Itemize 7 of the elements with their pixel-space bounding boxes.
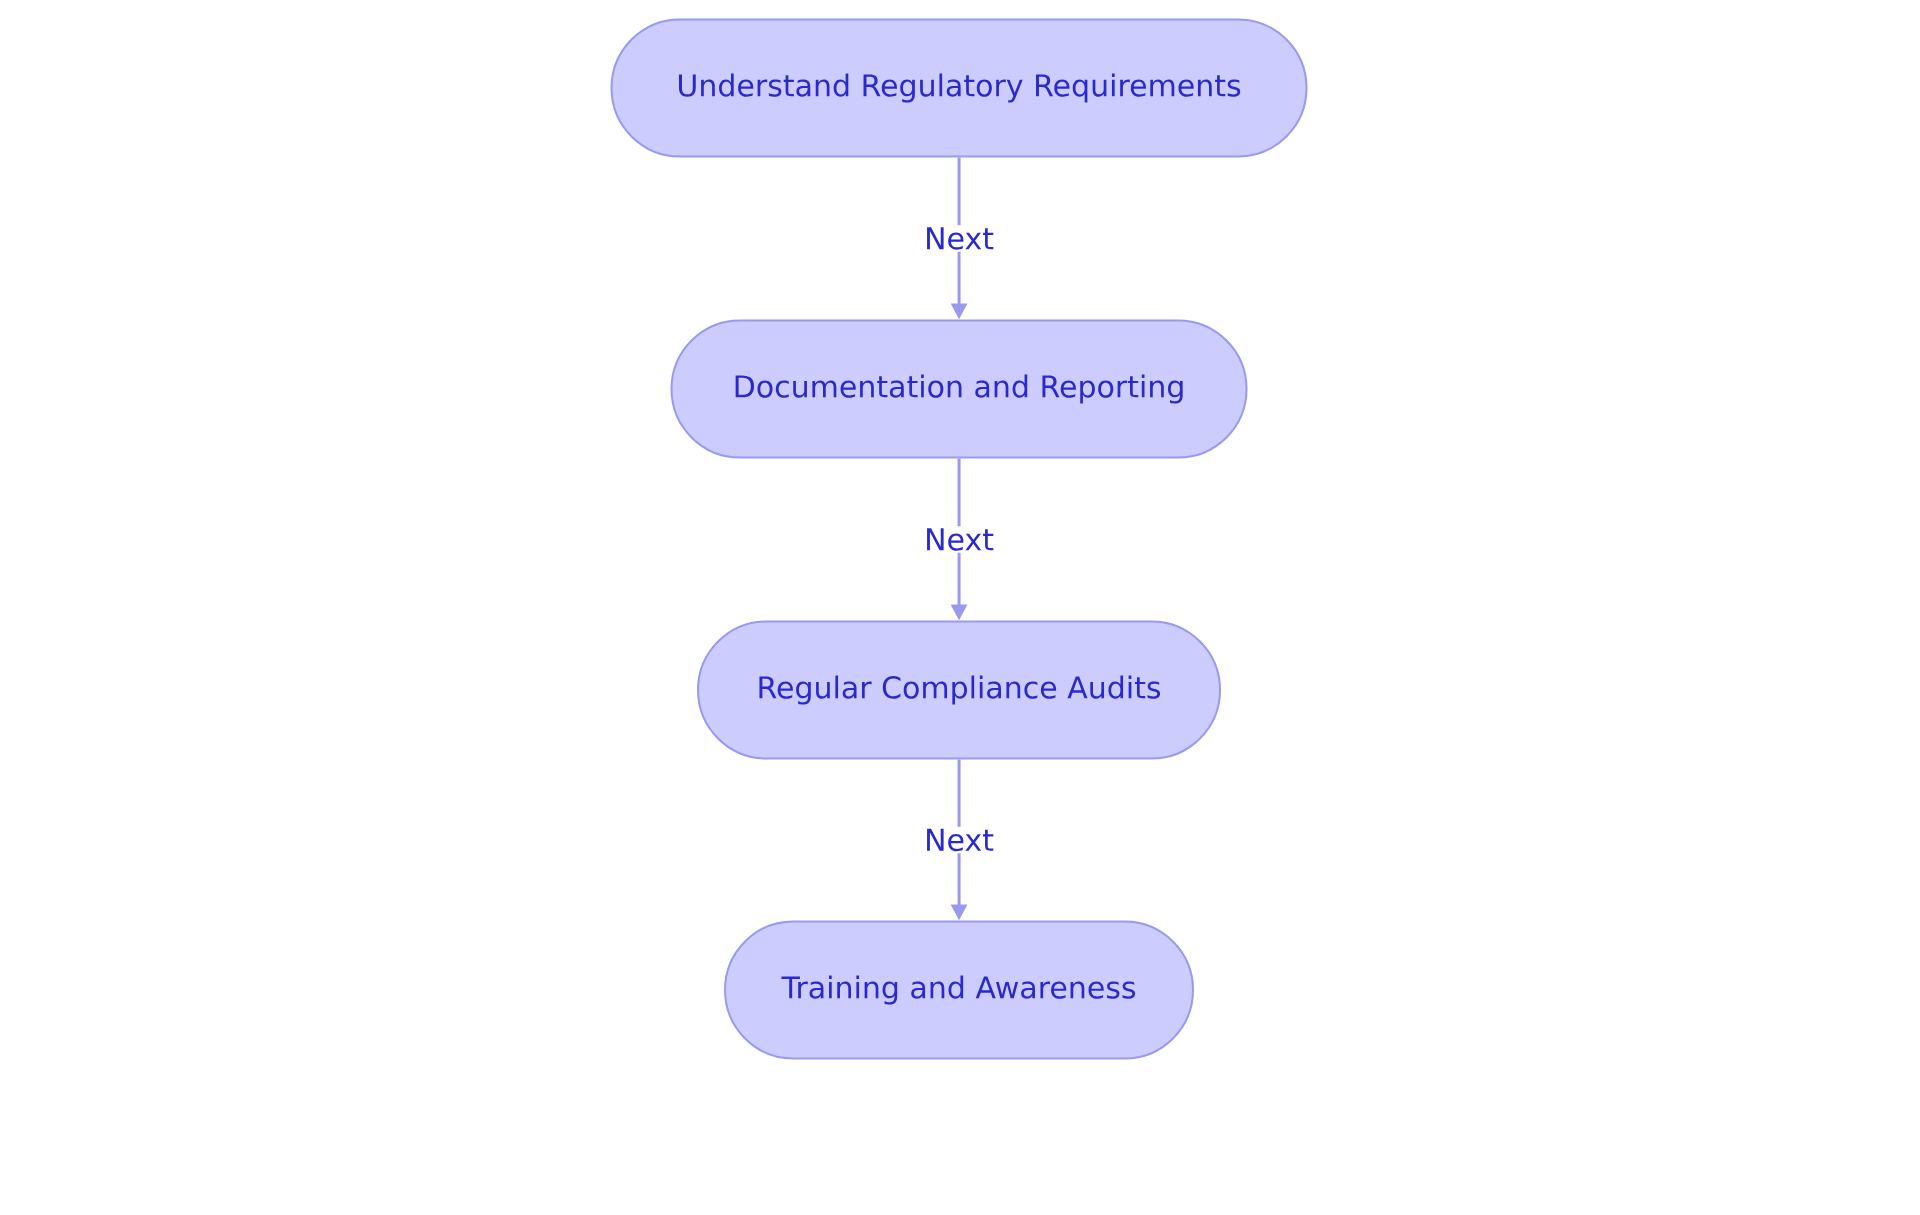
- edge-label: Next: [922, 826, 996, 854]
- process-box: Regular Compliance Audits: [697, 620, 1221, 760]
- process-box: Training and Awareness: [724, 920, 1194, 1060]
- process-box: Documentation and Reporting: [670, 319, 1248, 459]
- edge-label: Next: [922, 225, 996, 252]
- edge-label: Next: [922, 526, 996, 553]
- process-box: Understand Regulatory Requirements: [610, 18, 1308, 158]
